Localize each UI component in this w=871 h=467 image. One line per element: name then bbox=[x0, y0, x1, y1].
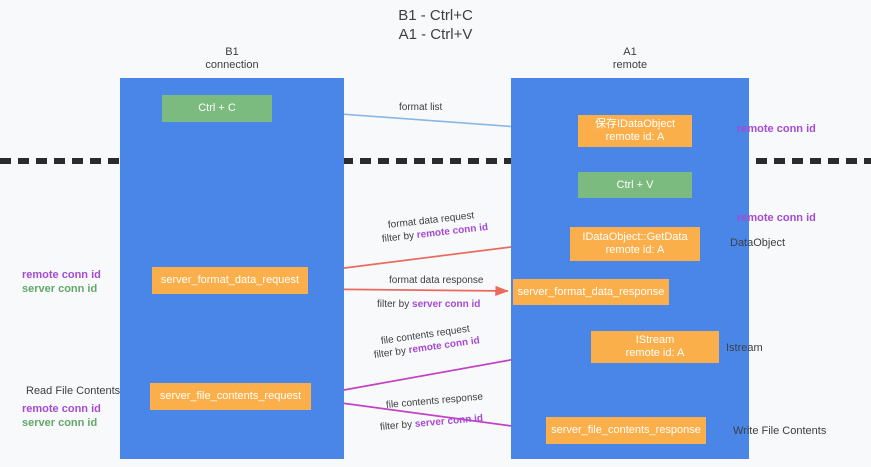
annotation-write-file-contents: Write File Contents bbox=[733, 424, 826, 438]
annotation-read-file-contents: Read File Contents bbox=[26, 384, 120, 398]
server-conn-id-text: server conn id bbox=[22, 283, 98, 295]
edge-label-format-data-response-filter: filter by server conn id bbox=[377, 298, 480, 311]
box-server-format-data-request[interactable]: server_format_data_request bbox=[152, 267, 308, 294]
diagram-title: B1 - Ctrl+C A1 - Ctrl+V bbox=[398, 7, 473, 43]
arrow-file-contents-response bbox=[311, 398, 542, 434]
dataobject-text: DataObject bbox=[730, 237, 786, 249]
server-conn-id-text: server conn id bbox=[412, 299, 481, 310]
remote-conn-id-text: remote conn id bbox=[737, 212, 816, 224]
server-conn-id-text: server conn id bbox=[22, 417, 98, 429]
annotation-dataobject: DataObject bbox=[730, 236, 785, 250]
remote-conn-id-text: remote conn id bbox=[737, 123, 816, 135]
box-server-file-contents-request[interactable]: server_file_contents_request bbox=[150, 383, 311, 410]
box-ctrl-c[interactable]: Ctrl + C bbox=[162, 95, 272, 122]
box-ctrl-v[interactable]: Ctrl + V bbox=[578, 172, 692, 198]
annotation-remote-conn-id-top: remote conn id bbox=[737, 122, 816, 136]
write-file-contents-text: Write File Contents bbox=[733, 425, 827, 437]
annotation-conn-ids-top: remote conn id server conn id bbox=[22, 268, 101, 296]
remote-conn-id-text: remote conn id bbox=[22, 269, 101, 281]
edge-label-format-list: format list bbox=[399, 102, 443, 113]
box-idataobject-getdata[interactable]: IDataObject::GetData remote id: A bbox=[570, 227, 700, 261]
lane-header-a1: A1 remote bbox=[612, 46, 648, 71]
box-save-idataobject[interactable]: 保存IDataObject remote id: A bbox=[578, 115, 692, 147]
annotation-istream: Istream bbox=[726, 341, 763, 355]
annotation-conn-ids-bottom: remote conn id server conn id bbox=[22, 402, 101, 430]
filter-by-text: filter by bbox=[379, 418, 416, 433]
lane-header-b1: B1 connection bbox=[205, 46, 259, 71]
box-server-file-contents-response[interactable]: server_file_contents_response bbox=[546, 417, 706, 444]
remote-conn-id-text: remote conn id bbox=[22, 403, 101, 415]
filter-by-text: filter by bbox=[377, 299, 413, 310]
box-server-format-data-response[interactable]: server_format_data_response bbox=[513, 279, 669, 305]
istream-text: Istream bbox=[726, 342, 763, 354]
annotation-remote-conn-id-mid: remote conn id bbox=[737, 211, 816, 225]
box-istream[interactable]: IStream remote id: A bbox=[591, 331, 719, 363]
edge-label-format-data-response: format data response bbox=[389, 275, 484, 286]
read-file-contents-text: Read File Contents bbox=[26, 385, 121, 397]
